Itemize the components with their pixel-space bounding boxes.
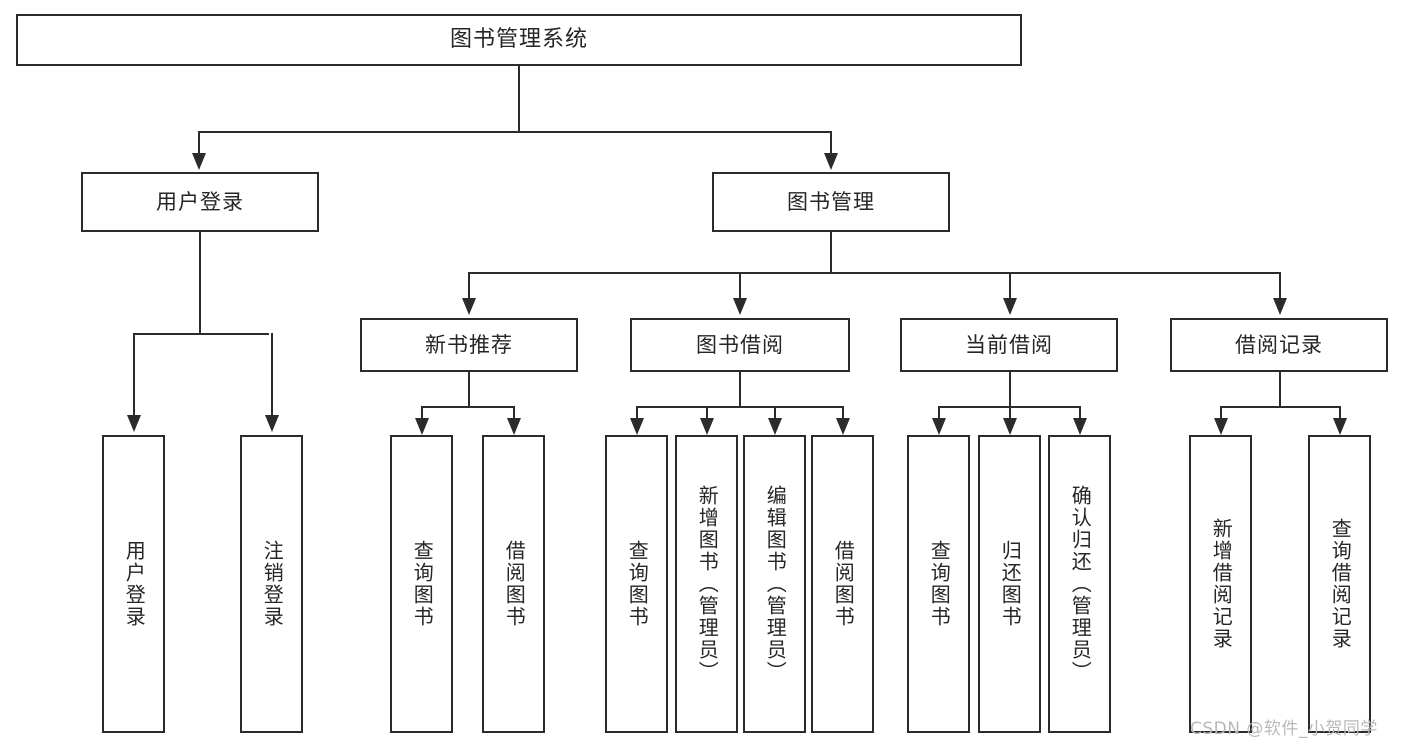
leaf-return-book[interactable]: 归还图书 xyxy=(978,435,1041,733)
connector-book-manage-child-4 xyxy=(1279,272,1281,300)
connector-new-book-child-2 xyxy=(513,406,515,420)
connector-borrow-record-bus xyxy=(1220,406,1341,408)
connector-book-manage-child-2 xyxy=(739,272,741,300)
connector-book-borrow-stem xyxy=(739,372,741,408)
node-label: 查询借阅记录 xyxy=(1328,518,1353,650)
node-label: 图书管理 xyxy=(787,189,875,214)
arrow-root-to-user-login xyxy=(192,153,206,170)
node-label: 当前借阅 xyxy=(965,332,1053,357)
node-label: 查询图书 xyxy=(625,540,650,628)
connector-root-stem xyxy=(518,66,520,132)
arrow-borrow-record-child-2 xyxy=(1333,418,1347,435)
node-label: 归还图书 xyxy=(998,540,1023,628)
leaf-borrow-book[interactable]: 借阅图书 xyxy=(811,435,874,733)
connector-user-login-stem xyxy=(199,232,201,334)
connector-book-manage-bus xyxy=(468,272,1280,274)
node-book-borrow[interactable]: 图书借阅 xyxy=(630,318,850,372)
arrow-root-to-book-manage xyxy=(824,153,838,170)
arrow-current-borrow-child-3 xyxy=(1073,418,1087,435)
connector-borrow-record-child-1 xyxy=(1220,406,1222,420)
leaf-user-login[interactable]: 用户登录 xyxy=(102,435,165,733)
node-label: 确认归还（管理员） xyxy=(1068,485,1093,683)
connector-book-manage-child-1 xyxy=(468,272,470,300)
connector-borrow-record-child-2 xyxy=(1339,406,1341,420)
arrow-book-borrow-child-1 xyxy=(630,418,644,435)
connector-book-manage-child-3 xyxy=(1009,272,1011,300)
connector-book-borrow-child-1 xyxy=(636,406,638,420)
node-label: 查询图书 xyxy=(927,540,952,628)
leaf-add-book-admin[interactable]: 新增图书（管理员） xyxy=(675,435,738,733)
leaf-query-book-borrow[interactable]: 查询图书 xyxy=(605,435,668,733)
connector-user-login-child-2 xyxy=(271,333,273,417)
node-label: 借阅图书 xyxy=(831,540,856,628)
arrow-book-manage-child-3 xyxy=(1003,298,1017,315)
node-label: 新书推荐 xyxy=(425,332,513,357)
arrow-user-login-child-2 xyxy=(265,415,279,432)
arrow-borrow-record-child-1 xyxy=(1214,418,1228,435)
leaf-confirm-return-admin[interactable]: 确认归还（管理员） xyxy=(1048,435,1111,733)
leaf-borrow-book-new[interactable]: 借阅图书 xyxy=(482,435,545,733)
connector-user-login-child-1 xyxy=(133,333,135,417)
connector-current-borrow-child-3 xyxy=(1079,406,1081,420)
connector-root-bus xyxy=(198,131,832,133)
connector-book-borrow-child-3 xyxy=(774,406,776,420)
arrow-new-book-child-1 xyxy=(415,418,429,435)
node-label: 新增借阅记录 xyxy=(1209,518,1234,650)
node-label: 注销登录 xyxy=(260,540,285,628)
connector-current-borrow-child-1 xyxy=(938,406,940,420)
node-label: 图书借阅 xyxy=(696,332,784,357)
node-label: 新增图书（管理员） xyxy=(695,485,720,683)
leaf-query-book-current[interactable]: 查询图书 xyxy=(907,435,970,733)
arrow-book-manage-child-4 xyxy=(1273,298,1287,315)
node-root-library-system[interactable]: 图书管理系统 xyxy=(16,14,1022,66)
arrow-book-borrow-child-4 xyxy=(836,418,850,435)
node-book-management[interactable]: 图书管理 xyxy=(712,172,950,232)
leaf-edit-book-admin[interactable]: 编辑图书（管理员） xyxy=(743,435,806,733)
node-label: 借阅图书 xyxy=(502,540,527,628)
arrow-new-book-child-2 xyxy=(507,418,521,435)
leaf-query-book-new[interactable]: 查询图书 xyxy=(390,435,453,733)
arrow-book-borrow-child-2 xyxy=(700,418,714,435)
node-current-borrow[interactable]: 当前借阅 xyxy=(900,318,1118,372)
node-label: 用户登录 xyxy=(122,540,147,628)
connector-book-borrow-child-4 xyxy=(842,406,844,420)
connector-new-book-child-1 xyxy=(421,406,423,420)
connector-new-book-stem xyxy=(468,372,470,408)
node-label: 用户登录 xyxy=(156,189,244,214)
arrow-book-borrow-child-3 xyxy=(768,418,782,435)
connector-current-borrow-child-2 xyxy=(1009,406,1011,420)
arrow-book-manage-child-2 xyxy=(733,298,747,315)
node-user-login[interactable]: 用户登录 xyxy=(81,172,319,232)
connector-book-borrow-bus xyxy=(636,406,844,408)
node-borrow-record[interactable]: 借阅记录 xyxy=(1170,318,1388,372)
arrow-book-manage-child-1 xyxy=(462,298,476,315)
connector-borrow-record-stem xyxy=(1279,372,1281,408)
connector-root-to-book-manage xyxy=(830,131,832,155)
leaf-query-borrow-record[interactable]: 查询借阅记录 xyxy=(1308,435,1371,733)
arrow-current-borrow-child-1 xyxy=(932,418,946,435)
leaf-logout[interactable]: 注销登录 xyxy=(240,435,303,733)
node-new-book-recommend[interactable]: 新书推荐 xyxy=(360,318,578,372)
connector-root-to-user-login xyxy=(198,131,200,155)
node-label: 查询图书 xyxy=(410,540,435,628)
node-label: 借阅记录 xyxy=(1235,332,1323,357)
leaf-add-borrow-record[interactable]: 新增借阅记录 xyxy=(1189,435,1252,733)
connector-book-manage-stem xyxy=(830,232,832,274)
node-label: 编辑图书（管理员） xyxy=(763,485,788,683)
arrow-current-borrow-child-2 xyxy=(1003,418,1017,435)
arrow-user-login-child-1 xyxy=(127,415,141,432)
connector-book-borrow-child-2 xyxy=(706,406,708,420)
connector-new-book-bus xyxy=(421,406,515,408)
connector-current-borrow-stem xyxy=(1009,372,1011,408)
node-label: 图书管理系统 xyxy=(449,26,588,52)
connector-user-login-bus xyxy=(133,333,269,335)
